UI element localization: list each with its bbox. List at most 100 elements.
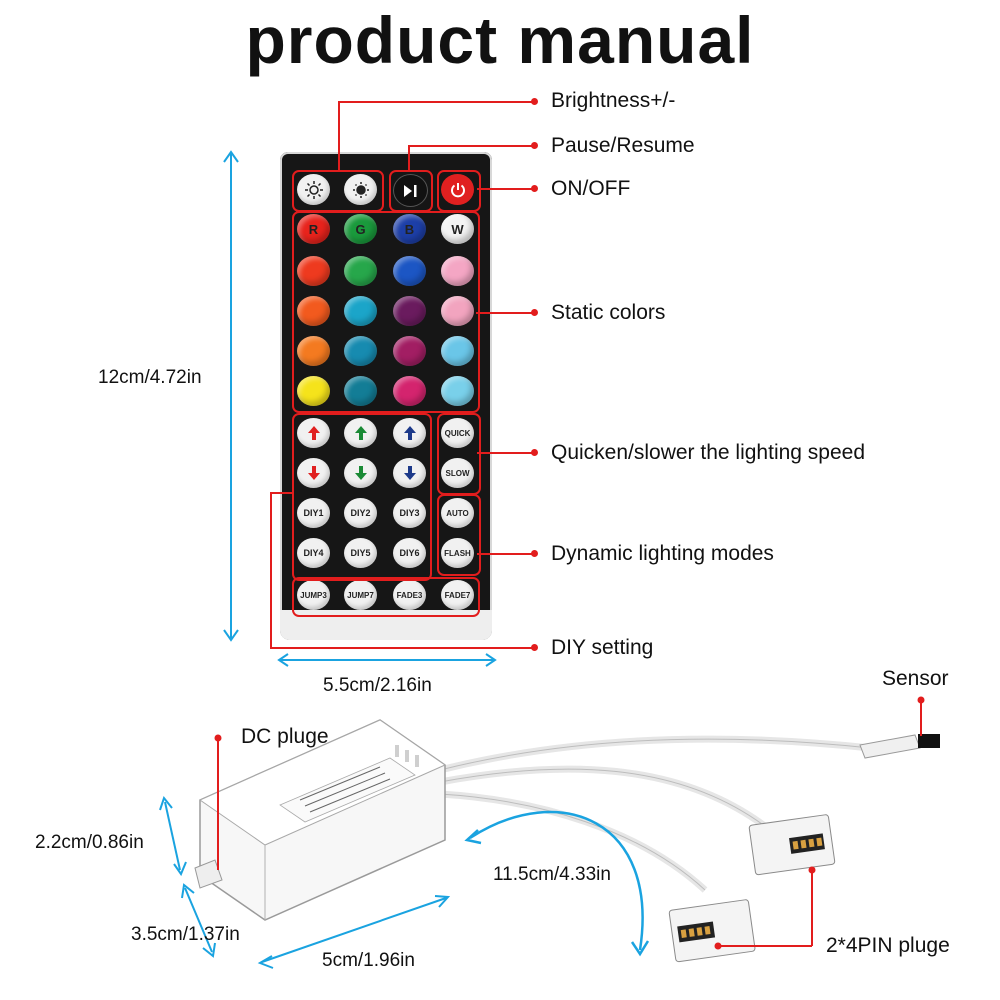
power-button[interactable] bbox=[441, 174, 474, 205]
arrow-down-icon bbox=[403, 466, 416, 480]
diy2-button[interactable]: DIY2 bbox=[344, 498, 377, 528]
brightness-frame bbox=[292, 170, 384, 212]
color-button[interactable] bbox=[344, 256, 377, 286]
speed-label: Quicken/slower the lighting speed bbox=[551, 441, 866, 464]
height-dimension: 12cm/4.72in bbox=[98, 367, 202, 388]
flash-button[interactable]: FLASH bbox=[441, 538, 474, 568]
callout-dot bbox=[531, 449, 538, 456]
dynamic-modes-label: Dynamic lighting modes bbox=[551, 542, 774, 565]
callout-dot bbox=[531, 185, 538, 192]
jump7-button[interactable]: JUMP7 bbox=[344, 580, 377, 610]
color-button[interactable] bbox=[297, 256, 330, 286]
diy3-button[interactable]: DIY3 bbox=[393, 498, 426, 528]
arrow-down-icon bbox=[354, 466, 367, 480]
controller-illustration bbox=[159, 696, 940, 969]
color-button[interactable] bbox=[393, 256, 426, 286]
controller-width-dimension: 3.5cm/1.37in bbox=[131, 924, 240, 945]
onoff-label: ON/OFF bbox=[551, 177, 631, 200]
width-arrow bbox=[277, 653, 497, 667]
controller-length-dimension: 5cm/1.96in bbox=[322, 950, 415, 971]
pin-plug-label: 2*4PIN pluge bbox=[826, 934, 950, 957]
color-button[interactable] bbox=[393, 376, 426, 406]
red-up-button[interactable] bbox=[297, 418, 330, 448]
modes-frame bbox=[437, 494, 481, 576]
callout-line bbox=[476, 312, 533, 314]
callout-dot bbox=[531, 644, 538, 651]
diy4-button[interactable]: DIY4 bbox=[297, 538, 330, 568]
color-button[interactable] bbox=[441, 336, 474, 366]
brightness-down-button[interactable] bbox=[344, 174, 377, 205]
diy1-button[interactable]: DIY1 bbox=[297, 498, 330, 528]
pause-label: Pause/Resume bbox=[551, 134, 695, 157]
callout-line bbox=[270, 492, 294, 494]
color-button[interactable] bbox=[344, 376, 377, 406]
speed-frame bbox=[437, 413, 481, 495]
diy6-button[interactable]: DIY6 bbox=[393, 538, 426, 568]
slow-button[interactable]: SLOW bbox=[441, 458, 474, 488]
color-button[interactable] bbox=[344, 296, 377, 326]
callout-dot bbox=[531, 550, 538, 557]
callout-line bbox=[338, 101, 340, 171]
auto-button[interactable]: AUTO bbox=[441, 498, 474, 528]
color-button[interactable] bbox=[393, 296, 426, 326]
arrow-up-icon bbox=[403, 426, 416, 440]
brightness-label: Brightness+/- bbox=[551, 89, 676, 112]
callout-dot bbox=[531, 98, 538, 105]
color-button[interactable] bbox=[297, 296, 330, 326]
callout-dot bbox=[531, 142, 538, 149]
color-button-b[interactable]: B bbox=[393, 214, 426, 244]
diy5-button[interactable]: DIY5 bbox=[344, 538, 377, 568]
diy-frame bbox=[292, 413, 432, 581]
callout-line bbox=[408, 145, 410, 171]
dc-plug-label: DC pluge bbox=[241, 725, 329, 748]
color-button[interactable] bbox=[441, 256, 474, 286]
fade7-button[interactable]: FADE7 bbox=[441, 580, 474, 610]
color-button-r[interactable]: R bbox=[297, 214, 330, 244]
callout-line bbox=[408, 145, 533, 147]
height-arrow bbox=[223, 150, 239, 642]
power-frame bbox=[437, 170, 481, 212]
sensor-label: Sensor bbox=[882, 667, 949, 690]
callout-line bbox=[270, 647, 533, 649]
red-down-button[interactable] bbox=[297, 458, 330, 488]
color-button[interactable] bbox=[344, 336, 377, 366]
callout-line bbox=[477, 553, 533, 555]
quick-button[interactable]: QUICK bbox=[441, 418, 474, 448]
jump-frame bbox=[292, 577, 480, 617]
color-button[interactable] bbox=[393, 336, 426, 366]
callout-line bbox=[477, 452, 533, 454]
page-title: product manual bbox=[245, 3, 755, 77]
sun-icon bbox=[304, 180, 323, 199]
callout-line bbox=[477, 188, 533, 190]
power-icon bbox=[450, 182, 465, 197]
static-colors-frame bbox=[292, 211, 480, 413]
color-button-g[interactable]: G bbox=[344, 214, 377, 244]
callout-line bbox=[338, 101, 533, 103]
color-button-w[interactable]: W bbox=[441, 214, 474, 244]
static-colors-label: Static colors bbox=[551, 301, 666, 324]
color-button[interactable] bbox=[297, 336, 330, 366]
blue-down-button[interactable] bbox=[393, 458, 426, 488]
cable-length-dimension: 11.5cm/4.33in bbox=[493, 864, 611, 885]
color-button[interactable] bbox=[441, 296, 474, 326]
green-up-button[interactable] bbox=[344, 418, 377, 448]
arrow-up-icon bbox=[354, 426, 367, 440]
width-dimension: 5.5cm/2.16in bbox=[323, 675, 432, 696]
pause-frame bbox=[389, 170, 433, 212]
callout-dot bbox=[531, 309, 538, 316]
fade3-button[interactable]: FADE3 bbox=[393, 580, 426, 610]
jump3-button[interactable]: JUMP3 bbox=[297, 580, 330, 610]
green-down-button[interactable] bbox=[344, 458, 377, 488]
controller-height-dimension: 2.2cm/0.86in bbox=[35, 832, 144, 853]
brightness-up-button[interactable] bbox=[297, 174, 330, 205]
sun-dim-icon bbox=[352, 181, 369, 198]
color-button[interactable] bbox=[441, 376, 474, 406]
callout-line bbox=[270, 492, 272, 648]
arrow-down-icon bbox=[307, 466, 320, 480]
blue-up-button[interactable] bbox=[393, 418, 426, 448]
arrow-up-icon bbox=[307, 426, 320, 440]
diy-label: DIY setting bbox=[551, 636, 654, 659]
color-button[interactable] bbox=[297, 376, 330, 406]
play-pause-icon bbox=[403, 184, 416, 197]
pause-resume-button[interactable] bbox=[393, 174, 428, 207]
